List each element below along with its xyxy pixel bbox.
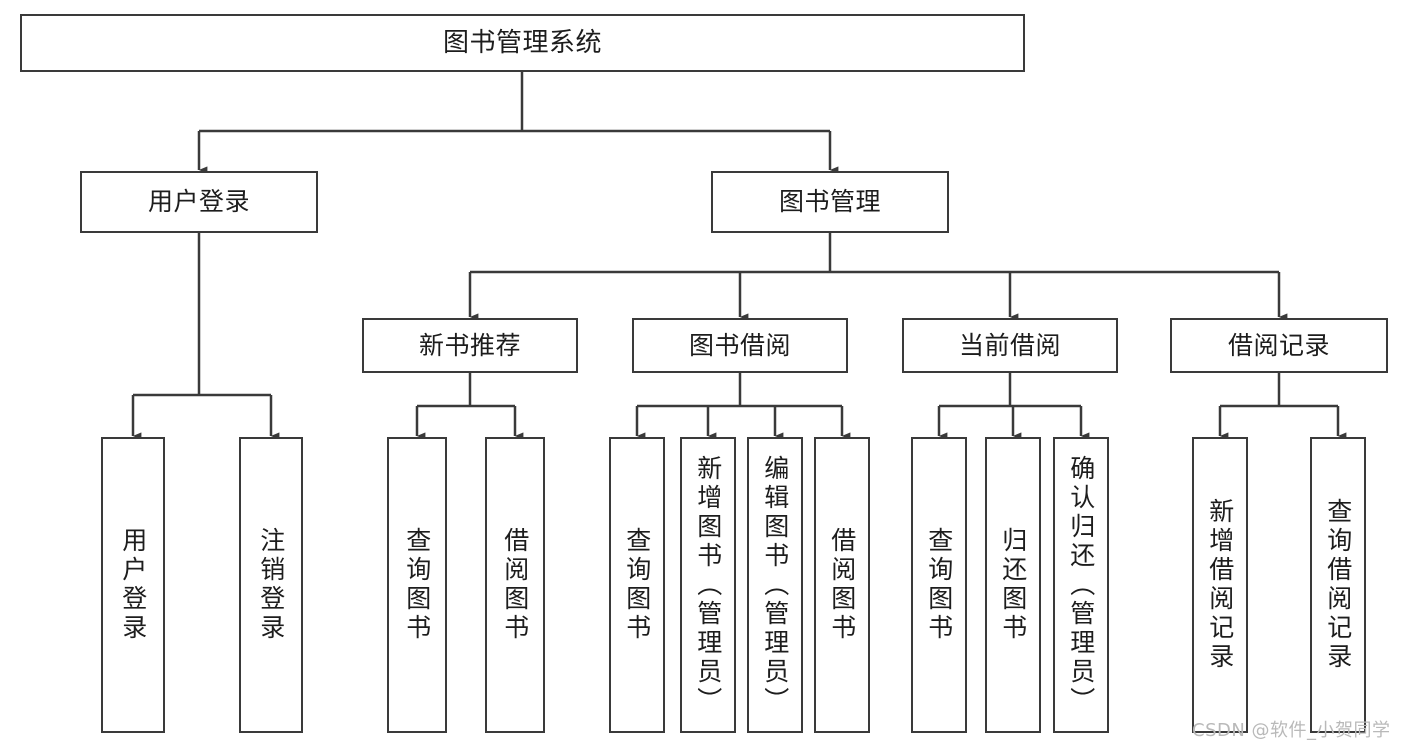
node-label-leaf-logout: 注销登录 — [256, 527, 286, 643]
node-leaf-query-record[interactable]: 查询借阅记录 — [1310, 437, 1366, 733]
node-leaf-user-login[interactable]: 用户登录 — [101, 437, 165, 733]
node-label-leaf-confirm-return: 确认归还（管理员） — [1066, 454, 1096, 716]
node-label-leaf-borrow-book-1: 借阅图书 — [500, 527, 530, 643]
node-leaf-query-book-3[interactable]: 查询图书 — [911, 437, 967, 733]
node-label-root: 图书管理系统 — [442, 27, 602, 58]
node-label-leaf-edit-book: 编辑图书（管理员） — [760, 454, 790, 716]
csdn-watermark: CSDN @软件_小贺同学 — [1192, 720, 1391, 741]
node-leaf-query-book-1[interactable]: 查询图书 — [387, 437, 447, 733]
node-leaf-edit-book[interactable]: 编辑图书（管理员） — [747, 437, 803, 733]
node-label-book-borrow: 图书借阅 — [688, 330, 791, 360]
node-leaf-add-record[interactable]: 新增借阅记录 — [1192, 437, 1248, 733]
node-leaf-borrow-book-2[interactable]: 借阅图书 — [814, 437, 870, 733]
node-label-leaf-return-book: 归还图书 — [998, 527, 1028, 643]
node-leaf-add-book[interactable]: 新增图书（管理员） — [680, 437, 736, 733]
node-leaf-query-book-2[interactable]: 查询图书 — [609, 437, 665, 733]
node-label-leaf-add-record: 新增借阅记录 — [1205, 498, 1235, 672]
node-root[interactable]: 图书管理系统 — [20, 14, 1025, 72]
node-book-borrow[interactable]: 图书借阅 — [632, 318, 848, 373]
node-label-leaf-user-login: 用户登录 — [118, 527, 148, 643]
node-leaf-borrow-book-1[interactable]: 借阅图书 — [485, 437, 545, 733]
node-label-leaf-query-book-3: 查询图书 — [924, 527, 954, 643]
node-label-leaf-query-book-2: 查询图书 — [622, 527, 652, 643]
node-leaf-confirm-return[interactable]: 确认归还（管理员） — [1053, 437, 1109, 733]
node-label-new-book-rec: 新书推荐 — [418, 330, 521, 360]
node-label-borrow-record: 借阅记录 — [1227, 330, 1330, 360]
node-leaf-logout[interactable]: 注销登录 — [239, 437, 303, 733]
node-leaf-return-book[interactable]: 归还图书 — [985, 437, 1041, 733]
node-borrow-record[interactable]: 借阅记录 — [1170, 318, 1388, 373]
node-label-leaf-query-book-1: 查询图书 — [402, 527, 432, 643]
node-label-book-manage: 图书管理 — [778, 187, 881, 217]
node-label-leaf-add-book: 新增图书（管理员） — [693, 454, 723, 716]
node-label-current-borrow: 当前借阅 — [958, 330, 1061, 360]
node-label-leaf-borrow-book-2: 借阅图书 — [827, 527, 857, 643]
node-book-manage[interactable]: 图书管理 — [711, 171, 949, 233]
node-label-user-login: 用户登录 — [147, 187, 250, 217]
node-current-borrow[interactable]: 当前借阅 — [902, 318, 1118, 373]
node-new-book-rec[interactable]: 新书推荐 — [362, 318, 578, 373]
node-user-login[interactable]: 用户登录 — [80, 171, 318, 233]
node-label-leaf-query-record: 查询借阅记录 — [1323, 498, 1353, 672]
